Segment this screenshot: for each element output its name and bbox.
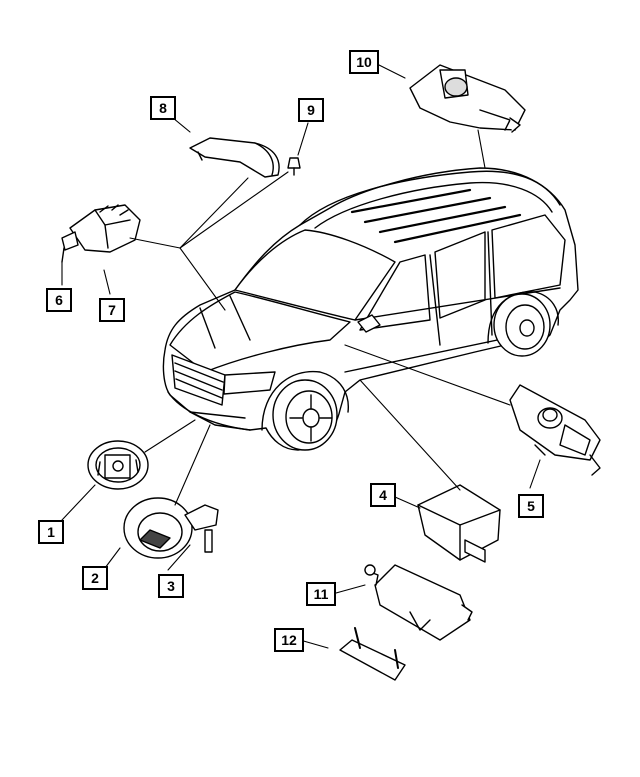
part-12-mount <box>339 627 406 681</box>
callout-12: 12 <box>274 628 304 652</box>
callout-7: 7 <box>99 298 125 322</box>
part-2-sensor-disc <box>123 497 193 559</box>
part-10-sensor-module <box>409 64 526 133</box>
part-11-bracket <box>364 564 473 641</box>
callout-4: 4 <box>370 483 396 507</box>
callout-11: 11 <box>306 582 336 606</box>
callout-label: 8 <box>159 100 167 116</box>
part-3-bracket <box>184 504 219 553</box>
callout-9: 9 <box>298 98 324 122</box>
callout-5: 5 <box>518 494 544 518</box>
callout-label: 5 <box>527 498 535 514</box>
callout-label: 6 <box>55 292 63 308</box>
part-1-sensor-disc <box>87 440 149 490</box>
callout-label: 4 <box>379 487 387 503</box>
callout-label: 9 <box>307 102 315 118</box>
callout-label: 12 <box>281 632 297 648</box>
callout-8: 8 <box>150 96 176 120</box>
callout-1: 1 <box>38 520 64 544</box>
part-9-screw <box>287 157 301 176</box>
callout-2: 2 <box>82 566 108 590</box>
callout-label: 7 <box>108 302 116 318</box>
part-6-7-sensor-unit <box>61 204 141 263</box>
callout-label: 2 <box>91 570 99 586</box>
callout-10: 10 <box>349 50 379 74</box>
callout-label: 3 <box>167 578 175 594</box>
part-5-camera-module <box>509 384 601 476</box>
minivan-illustration <box>162 167 579 451</box>
callout-label: 1 <box>47 524 55 540</box>
callout-3: 3 <box>158 574 184 598</box>
part-4-control-module <box>417 484 501 563</box>
part-8-cover <box>189 137 280 178</box>
callout-label: 10 <box>356 54 372 70</box>
callout-label: 11 <box>313 586 329 602</box>
callout-6: 6 <box>46 288 72 312</box>
